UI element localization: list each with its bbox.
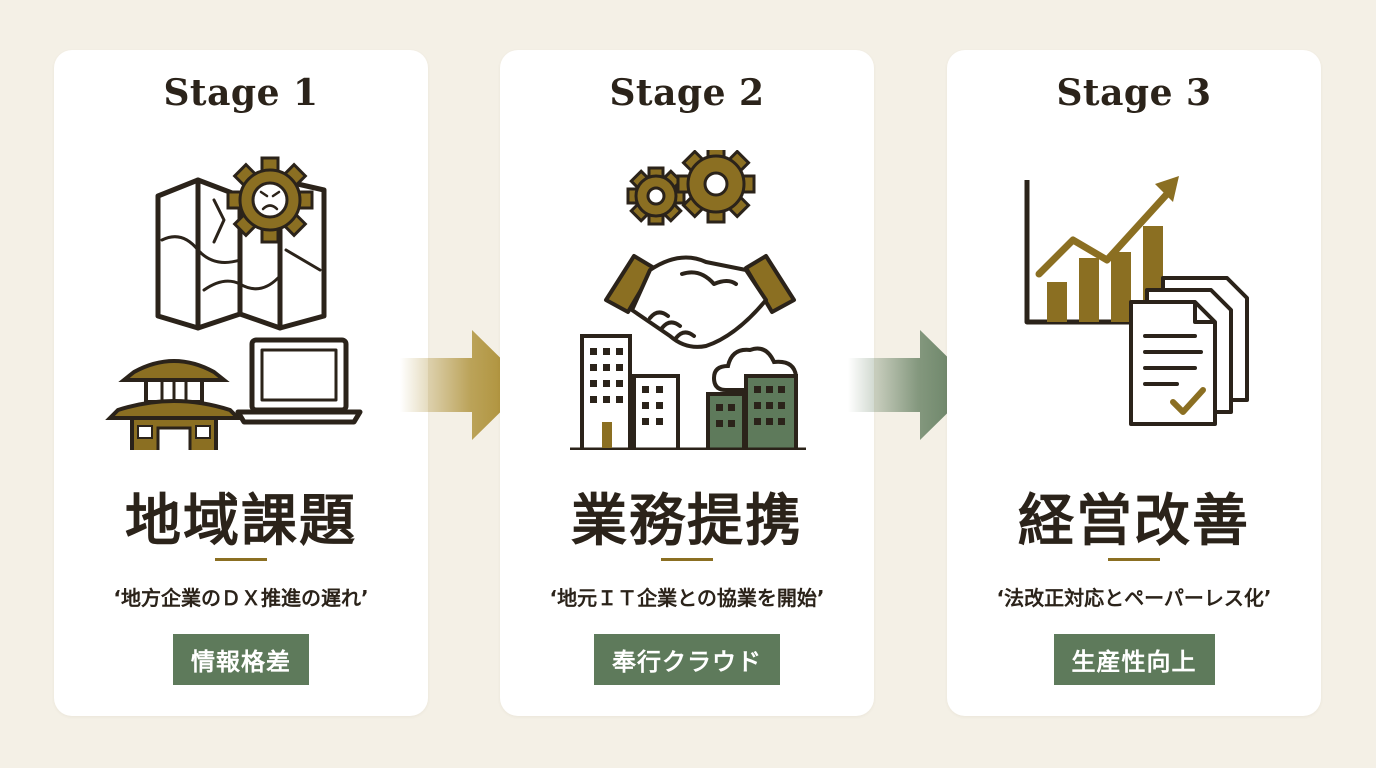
stage-2-caption: ‘地元ＩＴ企業との協業を開始’ [549, 586, 825, 610]
laptop-icon [235, 337, 363, 425]
stage-1-divider [215, 558, 267, 561]
stage-1-illustration [105, 156, 363, 450]
stage-3-caption: ‘法改正対応とペーパーレス化’ [996, 586, 1272, 610]
documents-checkmark-icon [1129, 276, 1249, 426]
stage-3-divider [1108, 558, 1160, 561]
handshake-icon [604, 254, 796, 349]
stage-2-title: 業務提携 [571, 488, 803, 554]
gears-icon [626, 150, 756, 226]
japanese-castle-icon [105, 359, 243, 450]
gold-right-arrow-icon [400, 330, 528, 440]
stage-3-card: Stage 3 経営改善 ‘法改正対応とペーパ [947, 50, 1321, 716]
frustrated-gear-icon [226, 156, 314, 244]
stage-2-card: Stage 2 [500, 50, 874, 716]
stage-1-title: 地域課題 [125, 488, 357, 554]
stage-3-label: Stage 3 [1056, 72, 1212, 114]
stage-3-illustration [1024, 176, 1249, 426]
stage-1-card: Stage 1 [54, 50, 428, 716]
office-buildings-icon [570, 334, 806, 450]
stage-1-label: Stage 1 [163, 72, 319, 114]
growth-chart-icon [1024, 176, 1179, 325]
stage-1-badge: 情報格差 [173, 634, 309, 685]
green-right-arrow-icon [848, 330, 976, 440]
stage-3-badge: 生産性向上 [1053, 634, 1215, 685]
stage-2-illustration [570, 150, 806, 450]
stage-3-title: 経営改善 [1018, 488, 1250, 554]
stage-2-badge: 奉行クラウド [594, 634, 780, 685]
stage-2-label: Stage 2 [609, 72, 765, 114]
stage-1-caption: ‘地方企業のＤＸ推進の遅れ’ [113, 586, 369, 610]
stage-2-divider [661, 558, 713, 561]
